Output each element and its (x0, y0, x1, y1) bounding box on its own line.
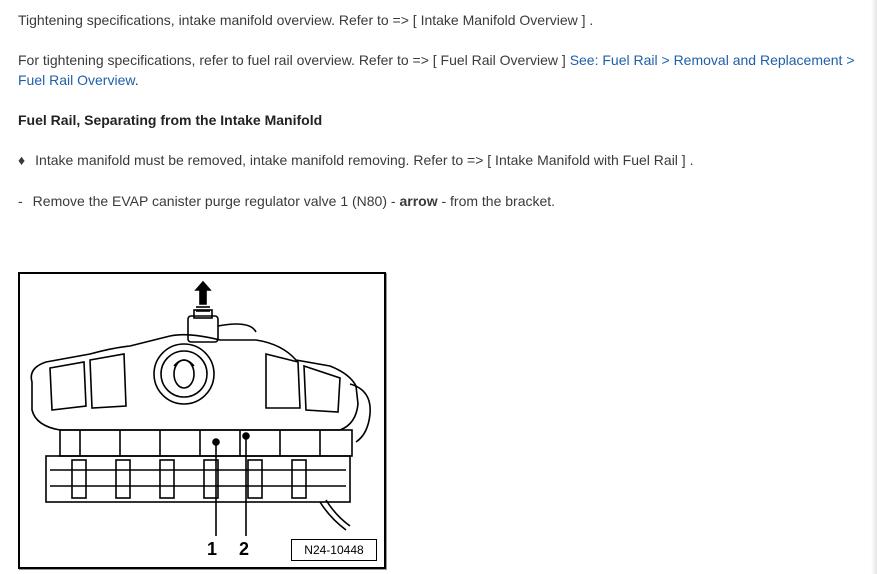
direction-arrow-icon (194, 280, 212, 305)
figure-code-label: N24-10448 (291, 539, 377, 561)
fuel-rail-torque-reference-cont: Fuel Rail Overview. (18, 70, 139, 90)
intake-torque-text: Tightening specifications, intake manifo… (18, 12, 594, 28)
callout-1: 1 (207, 539, 218, 559)
section-heading: Fuel Rail, Separating from the Intake Ma… (18, 112, 323, 128)
procedure-step: -Remove the EVAP canister purge regulato… (18, 191, 555, 211)
fuel-rail-overview-link-cont[interactable]: Fuel Rail Overview (18, 72, 135, 88)
diamond-bullet-icon: ♦ (18, 152, 26, 168)
intake-torque-reference: Tightening specifications, intake manifo… (18, 10, 593, 30)
fuel-rail-torque-text: For tightening specifications, refer to … (18, 52, 570, 68)
intake-manifold-drawing (30, 280, 371, 536)
prerequisite-item: ♦ Intake manifold must be removed, intake… (18, 150, 693, 170)
step-text-before: Remove the EVAP canister purge regulator… (32, 193, 400, 209)
step-arrow-keyword: arrow (399, 193, 438, 209)
fuel-rail-torque-reference: For tightening specifications, refer to … (18, 50, 855, 70)
fuel-rail-trailing-period: . (134, 72, 139, 88)
callout-2: 2 (239, 539, 250, 559)
step-dash: - (18, 193, 23, 209)
fuel-rail-overview-link[interactable]: See: Fuel Rail > Removal and Replacement… (569, 52, 855, 68)
scrollbar-edge[interactable] (871, 0, 877, 574)
intake-manifold-illustration: 1 2 N24-10448 (18, 272, 386, 569)
step-text-after: - from the bracket. (437, 193, 556, 209)
prerequisite-text: Intake manifold must be removed, intake … (35, 152, 694, 168)
